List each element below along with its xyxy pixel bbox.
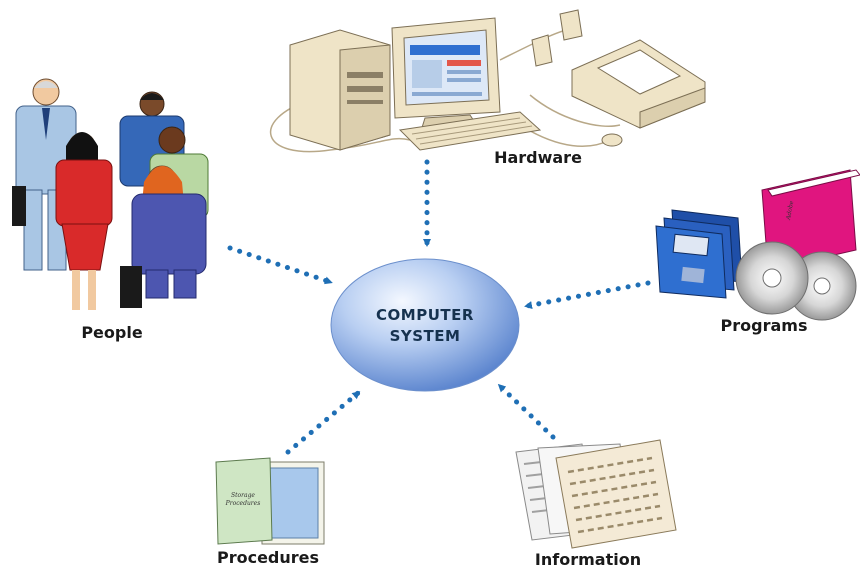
programs-label: Programs	[721, 316, 808, 335]
svg-text:Adobe: Adobe	[785, 200, 795, 222]
person-woman-red	[55, 132, 113, 310]
computer-system-sphere	[330, 258, 520, 392]
mouse	[601, 133, 623, 147]
information-label: Information	[535, 550, 641, 569]
speaker-left	[531, 34, 553, 67]
people-label: People	[81, 323, 143, 342]
information-illustration: Information	[515, 439, 677, 569]
hardware-illustration: Hardware	[269, 9, 706, 167]
folder-front	[215, 457, 273, 545]
person-woman-purple	[120, 165, 207, 308]
procedures-illustration: Storage Procedures Procedures	[215, 457, 325, 567]
folder-text-line2: Procedures	[225, 500, 261, 507]
document-front	[555, 439, 677, 549]
connector-arrows	[227, 159, 651, 455]
people-illustration: People	[12, 78, 209, 342]
arrow-procedures	[285, 390, 361, 455]
hardware-label: Hardware	[494, 148, 582, 167]
floppy-disks	[655, 209, 743, 299]
programs-illustration: Adobe Programs	[655, 169, 860, 335]
folder-text-line1: Storage	[231, 492, 255, 499]
arrow-people	[227, 245, 333, 285]
computer-system-node: COMPUTER SYSTEM	[330, 258, 520, 392]
center-label-line1: COMPUTER	[376, 306, 474, 324]
center-label-line2: SYSTEM	[390, 327, 461, 345]
arrow-information	[497, 383, 556, 440]
procedures-label: Procedures	[217, 548, 319, 567]
arrow-programs	[524, 280, 651, 309]
speaker-right	[559, 9, 583, 41]
